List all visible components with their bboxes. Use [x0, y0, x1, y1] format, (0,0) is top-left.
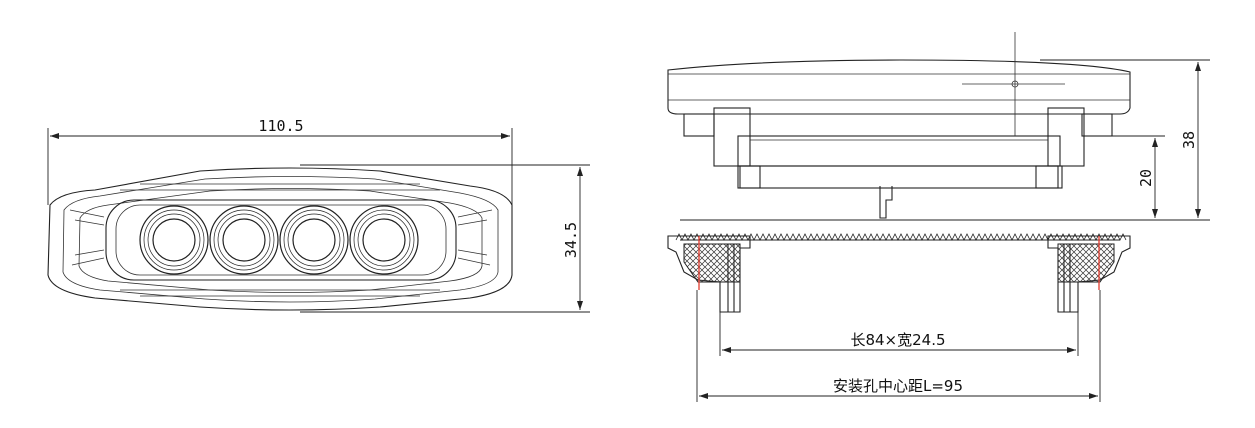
side-top-cover [667, 59, 1131, 115]
lens-plate-inner [115, 204, 447, 276]
lens-ring-1-3 [147, 213, 201, 267]
side-right-clip [1035, 165, 1059, 189]
lens-ring-4-1 [349, 205, 419, 275]
side-dimensions: 38 20 [680, 59, 1210, 221]
dim-height-label: 34.5 [562, 222, 580, 258]
side-left-clip [737, 165, 761, 189]
bottom-strakes [120, 289, 440, 297]
lens-ring-3-3 [287, 213, 341, 267]
front-view [47, 167, 513, 311]
lens-ring-1-4 [152, 218, 196, 262]
side-connector [879, 186, 893, 219]
thread-teeth [675, 233, 1127, 241]
side-view [667, 32, 1131, 219]
dim-cutout-label: 长84×宽24.5 [850, 331, 945, 349]
left-hatch [683, 243, 741, 283]
lens-ring-2-2 [213, 209, 275, 271]
lens-ring-1-2 [143, 209, 205, 271]
side-bottom-tray [739, 165, 1063, 189]
right-hatch [1057, 243, 1115, 283]
lens-ring-3-4 [292, 218, 336, 262]
front-dimensions: 110.5 34.5 [47, 117, 590, 313]
top-strakes [120, 183, 440, 191]
side-right-bracket [1081, 113, 1113, 137]
lens-plate [105, 199, 457, 281]
front-housing-inner-2 [78, 188, 483, 293]
lens-group [139, 205, 419, 275]
lens-ring-3-1 [279, 205, 349, 275]
lens-ring-1-1 [139, 205, 209, 275]
side-right-mount [1047, 107, 1085, 167]
dim-hole-label: 安装孔中心距L=95 [833, 377, 963, 395]
left-fins [69, 209, 105, 266]
front-housing-outer [47, 167, 513, 311]
side-center-mark [1011, 80, 1019, 88]
side-left-mount [713, 107, 751, 167]
right-fins [457, 209, 493, 266]
section-view [667, 233, 1131, 313]
right-flange [1047, 235, 1131, 313]
dim-body-label: 20 [1137, 169, 1155, 187]
lens-ring-2-1 [209, 205, 279, 275]
lens-ring-3-2 [283, 209, 345, 271]
lens-ring-2-4 [222, 218, 266, 262]
side-body [737, 135, 1061, 167]
lens-ring-4-2 [353, 209, 415, 271]
left-flange [667, 235, 751, 313]
lens-ring-4-3 [357, 213, 411, 267]
lens-ring-4-4 [362, 218, 406, 262]
lens-ring-2-3 [217, 213, 271, 267]
section-dimensions: 长84×宽24.5 安装孔中心距L=95 [696, 290, 1101, 402]
side-left-bracket [683, 113, 715, 137]
dim-total-label: 38 [1180, 131, 1198, 149]
front-housing-inner-1 [62, 176, 499, 303]
dim-length-label: 110.5 [258, 117, 303, 135]
thread-teeth-path [675, 233, 1127, 241]
